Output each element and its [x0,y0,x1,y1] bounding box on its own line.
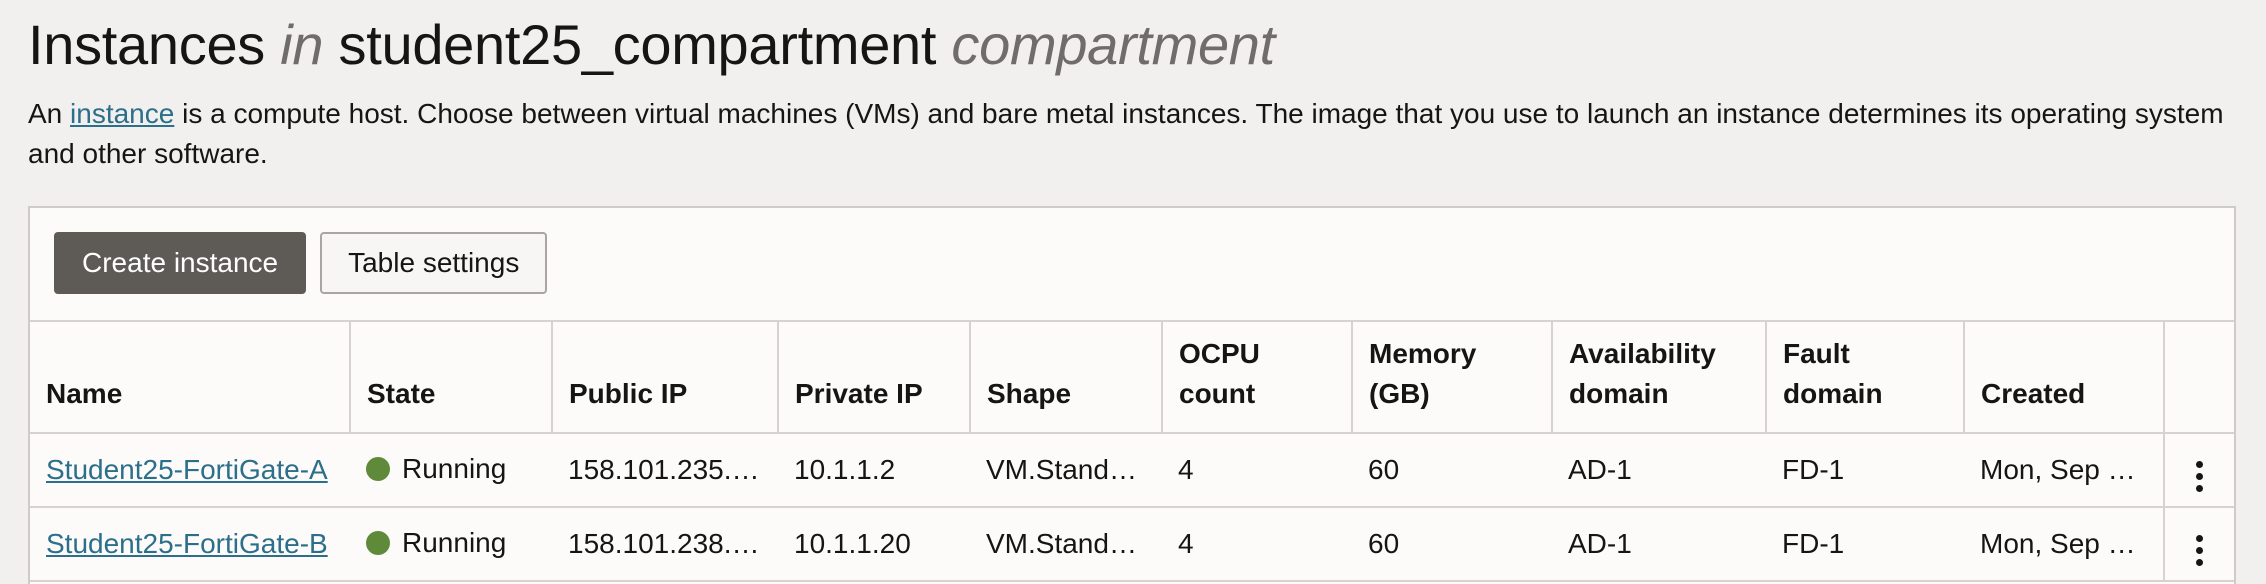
column-header-availability-domain[interactable]: Availability domain [1552,320,1767,434]
page-description: An instance is a compute host. Choose be… [28,94,2258,174]
column-header-memory[interactable]: Memory (GB) [1352,320,1553,434]
availability-domain-cell: AD-1 [1568,528,1632,559]
kebab-menu-icon[interactable] [2186,529,2213,572]
status-dot-icon [366,530,390,555]
column-header-private-ip[interactable]: Private IP [778,320,971,434]
instance-name-link[interactable]: Student25-FortiGate-B [46,528,328,559]
column-header-actions [2164,320,2234,434]
instances-table: Name State Public IP Private IP Shape OC… [30,320,2234,582]
shape-cell: VM.Stand… [986,454,1137,485]
public-ip-cell: 158.101.238.64 [568,528,763,559]
ocpu-header-line1: OCPU [1179,338,1260,369]
ocpu-header-line2: count [1179,378,1256,409]
column-header-state[interactable]: State [350,320,553,434]
instances-panel: Create instance Table settings Name Stat… [28,206,2236,584]
memory-header-line1: Memory [1369,338,1477,369]
description-before-link: An [28,98,71,129]
column-header-created[interactable]: Created [1964,320,2165,434]
instance-name-link[interactable]: Student25-FortiGate-A [46,454,328,485]
state-cell: Running [366,453,506,485]
title-prefix: Instances [28,13,265,76]
kebab-menu-icon[interactable] [2186,455,2213,498]
column-header-shape[interactable]: Shape [970,320,1163,434]
created-cell: Mon, Sep … [1980,528,2136,559]
public-ip-cell: 158.101.235.72 [568,454,763,485]
ocpu-cell: 4 [1178,454,1194,485]
availability-header-line2: domain [1569,378,1669,409]
table-header-row: Name State Public IP Private IP Shape OC… [30,320,2234,434]
table-row: Student25-FortiGate-B Running 158.101.23… [30,507,2234,581]
column-header-public-ip[interactable]: Public IP [552,320,779,434]
private-ip-cell: 10.1.1.20 [794,528,911,559]
page-title: Instances in student25_compartment compa… [28,10,1275,80]
column-header-ocpu-count[interactable]: OCPU count [1162,320,1353,434]
instance-help-link[interactable]: instance [70,98,175,129]
create-instance-button[interactable]: Create instance [54,232,307,294]
created-cell: Mon, Sep … [1980,454,2136,485]
fault-domain-cell: FD-1 [1782,454,1845,485]
state-label: Running [402,526,507,558]
memory-cell: 60 [1368,528,1400,559]
row-actions-cell [2163,507,2234,581]
availability-header-line1: Availability [1569,338,1716,369]
compartment-name: student25_compartment [338,13,937,76]
fault-header-line1: Fault [1783,338,1850,369]
column-header-name[interactable]: Name [30,320,351,434]
description-after-link: is a compute host. Choose between virtua… [28,98,2224,169]
ocpu-cell: 4 [1178,528,1194,559]
table-toolbar: Create instance Table settings [54,232,548,294]
status-dot-icon [366,456,390,481]
title-in: in [280,13,324,76]
fault-header-line2: domain [1783,378,1883,409]
memory-header-line2: (GB) [1369,378,1430,409]
memory-cell: 60 [1368,454,1400,485]
column-header-fault-domain[interactable]: Fault domain [1766,320,1965,434]
state-cell: Running [366,527,506,559]
title-suffix: compartment [951,13,1275,76]
row-actions-cell [2163,433,2234,507]
state-label: Running [402,452,507,484]
availability-domain-cell: AD-1 [1568,454,1632,485]
table-row: Student25-FortiGate-A Running 158.101.23… [30,433,2234,507]
fault-domain-cell: FD-1 [1782,528,1845,559]
private-ip-cell: 10.1.1.2 [794,454,896,485]
table-settings-button[interactable]: Table settings [320,232,548,294]
shape-cell: VM.Stand… [986,528,1137,559]
